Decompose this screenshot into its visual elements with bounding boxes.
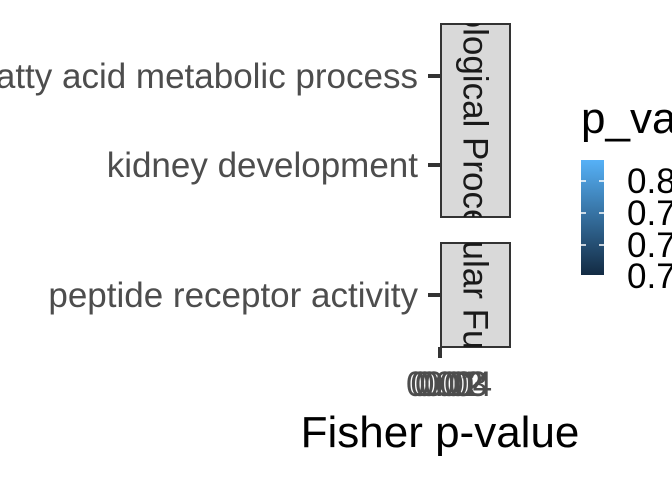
x-tick-label: 0.01 (410, 365, 478, 404)
legend-colorbar (581, 160, 604, 275)
legend-label: 0.7 (627, 257, 672, 296)
y-tick-label-fatty-acid-metabolic-process: fatty acid metabolic process (0, 57, 418, 96)
legend-label: 0.7 (627, 226, 672, 265)
y-tick-label-peptide-receptor-activity: peptide receptor activity (48, 276, 418, 315)
facet-strip-biological-process (440, 23, 511, 218)
legend-label: 0.8 (627, 162, 672, 201)
legend: p_value 0.80.70.70.7 (581, 94, 672, 296)
facet-strip-label-biological-process: Biological Process (456, 0, 495, 263)
legend-label: 0.7 (627, 194, 672, 233)
facet-strip-label-molecular-function: Molecular Function (456, 147, 495, 443)
y-tick-label-kidney-development: kidney development (107, 146, 419, 185)
facet-strip-molecular-function (440, 242, 511, 348)
y-axis: fatty acid metabolic process kidney devel… (0, 57, 440, 315)
x-tick-label: 0.00 (406, 365, 474, 404)
x-axis: 0.000.010.020.030.04 (406, 347, 492, 404)
x-tick-label: 0.04 (424, 365, 492, 404)
x-tick-label: 0.02 (415, 365, 483, 404)
x-axis-title: Fisher p-value (301, 408, 580, 457)
legend-title: p_value (581, 94, 672, 143)
x-tick-label: 0.03 (419, 365, 487, 404)
